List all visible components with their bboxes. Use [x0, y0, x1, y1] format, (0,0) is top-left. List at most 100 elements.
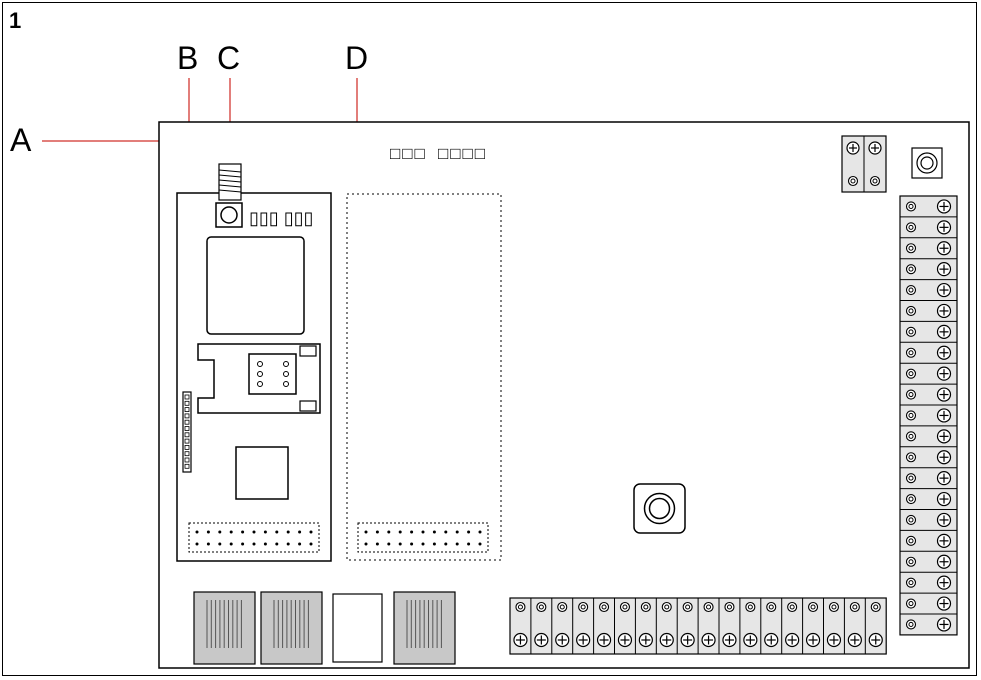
module-header-pins [195, 530, 313, 546]
right-terminal-ring [905, 305, 917, 317]
right-terminal-screw [936, 408, 952, 423]
blank-connector [332, 593, 383, 663]
right-terminal-ring [905, 619, 917, 630]
bottom-terminal-screw [868, 632, 883, 648]
right-terminal-ring [905, 347, 917, 358]
side-pins [184, 394, 190, 469]
reset-button-inner [920, 156, 934, 170]
header-pin [195, 530, 199, 534]
header-pin [432, 542, 436, 546]
header-pin [263, 530, 267, 534]
header-pin [275, 542, 279, 546]
header-pin [455, 542, 459, 546]
bottom-terminal-screw [743, 632, 758, 648]
right-terminal-screw [936, 450, 952, 465]
header-pin [241, 530, 245, 534]
header-pin [364, 542, 368, 546]
module-bottom-header [188, 522, 320, 553]
header-pin [275, 530, 279, 534]
right-terminal-screw [936, 617, 952, 632]
header-pin [263, 542, 267, 546]
header-pin [444, 542, 448, 546]
side-pin [184, 457, 190, 463]
header-pin [421, 542, 425, 546]
rj-connector-2 [260, 591, 323, 665]
right-terminal-ring [905, 598, 917, 609]
bottom-terminal-ring [598, 601, 610, 613]
header-pin [387, 542, 391, 546]
right-terminal-screw [936, 491, 952, 507]
bottom-terminal-screw [680, 632, 695, 648]
bottom-terminal-ring [849, 601, 860, 613]
side-pin [184, 394, 190, 400]
header-pin [286, 530, 290, 534]
header-pin [467, 542, 471, 546]
callout-c-label: C [217, 40, 241, 76]
header-pin [241, 542, 245, 546]
header-pin [455, 530, 459, 534]
header-pin [444, 530, 448, 534]
header-pin [421, 530, 425, 534]
side-pin [184, 438, 190, 444]
bottom-terminal-screw [513, 632, 528, 648]
side-pin [184, 400, 190, 406]
bottom-terminal-screw [596, 632, 612, 648]
header-pin [298, 530, 302, 534]
bottom-terminal-ring [766, 601, 777, 613]
bottom-terminal-strip [509, 597, 887, 655]
bottom-terminal-ring [682, 601, 693, 613]
header-pin [410, 530, 414, 534]
power-screw-ring [869, 175, 881, 187]
header-pin [206, 530, 210, 534]
header-pin [206, 542, 210, 546]
sim-contact-pins [257, 361, 289, 387]
right-terminal-ring [905, 473, 917, 484]
right-terminal-ring [905, 431, 917, 442]
header-pin [218, 530, 222, 534]
side-pin [184, 463, 190, 469]
bottom-terminal-screw [847, 632, 862, 648]
header-pin [410, 542, 414, 546]
processor-chip [235, 446, 289, 500]
right-terminal-screw [936, 533, 952, 548]
header-pin [309, 542, 313, 546]
power-screw-ring [847, 175, 859, 187]
bottom-connectors [193, 591, 456, 665]
right-terminal-screw [936, 324, 952, 339]
power-terminal-screws [846, 141, 882, 187]
antenna-thread [218, 169, 242, 193]
antenna-base-circle [220, 206, 238, 224]
board-label-left: □□□ [390, 144, 427, 163]
right-terminal-ring [905, 410, 917, 421]
right-terminal-screw [936, 575, 952, 590]
bottom-terminal-screw [638, 632, 653, 648]
top-power-terminal [841, 135, 887, 193]
side-pin [184, 413, 190, 419]
bottom-terminal-ring [724, 601, 735, 613]
bottom-terminal-ring [870, 601, 881, 613]
right-terminal-ring [905, 368, 917, 379]
bottom-terminal-ring [536, 601, 547, 613]
right-terminal-screw [936, 512, 952, 528]
module-label: ▯▯▯ ▯▯▯ [249, 208, 313, 228]
right-terminal-ring [905, 514, 917, 526]
bottom-terminal-ring [557, 601, 568, 613]
bottom-terminal-ring [807, 601, 819, 613]
bottom-terminal-screw [764, 632, 779, 648]
callout-a-label: A [10, 122, 32, 158]
slot-bottom-header [357, 522, 489, 553]
bottom-terminal-ring [703, 601, 714, 613]
figure-number: 1 [9, 8, 22, 33]
right-terminal-screw [936, 345, 952, 360]
header-pin [195, 542, 199, 546]
right-terminal-ring [905, 535, 917, 546]
side-pin-header [182, 391, 192, 473]
right-terminal-screw [936, 262, 952, 277]
right-terminal-screw [936, 220, 952, 235]
right-terminal-ring [905, 452, 917, 463]
bottom-terminal-ring [787, 601, 798, 613]
header-pin [286, 542, 290, 546]
header-pin [252, 530, 256, 534]
header-pin [398, 542, 402, 546]
